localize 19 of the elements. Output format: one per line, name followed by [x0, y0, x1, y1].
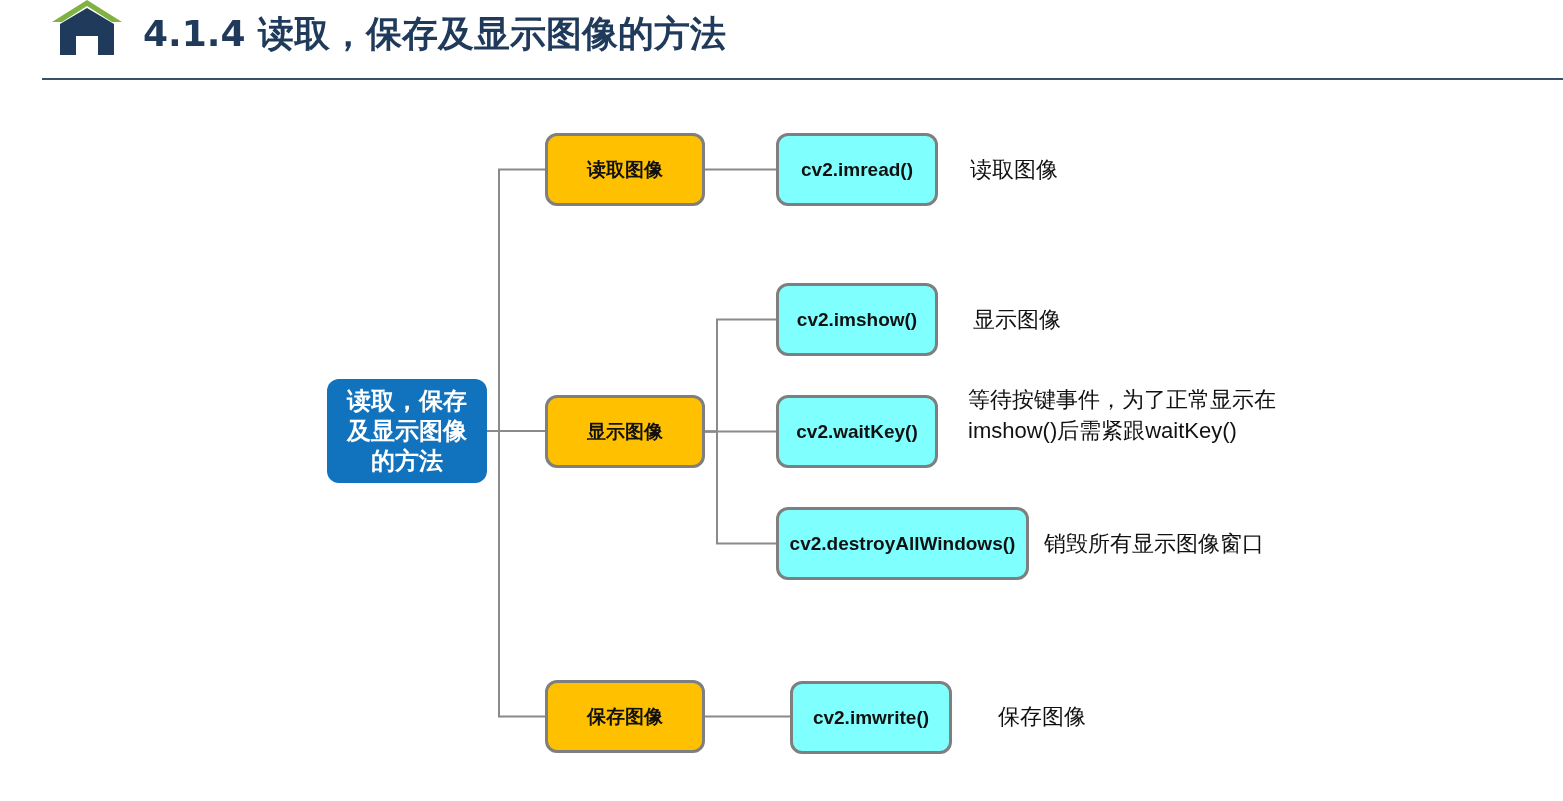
function-box: cv2.imwrite() [790, 681, 952, 754]
function-box: cv2.imshow() [776, 283, 938, 356]
connector-line [704, 715, 791, 718]
category-box: 显示图像 [545, 395, 705, 468]
category-box: 保存图像 [545, 680, 705, 753]
category-box: 读取图像 [545, 133, 705, 206]
function-box: cv2.imread() [776, 133, 938, 206]
description-text: 销毁所有显示图像窗口 [1044, 530, 1265, 558]
description-text: 读取图像 [970, 156, 1059, 184]
topic-box: 读取，保存及显示图像的方法 [327, 379, 487, 483]
description-text: 显示图像 [973, 306, 1062, 334]
function-box: cv2.waitKey() [776, 395, 938, 468]
connector-line [486, 430, 546, 718]
connector-line [704, 168, 777, 171]
function-box: cv2.destroyAllWindows() [776, 507, 1029, 580]
description-text: 保存图像 [998, 703, 1087, 731]
connector-line [704, 430, 777, 545]
description-text: 等待按键事件，为了正常显示在imshow()后需紧跟waitKey() [968, 386, 1277, 445]
slide-title: 4.1.4 读取，保存及显示图像的方法 [143, 12, 727, 56]
